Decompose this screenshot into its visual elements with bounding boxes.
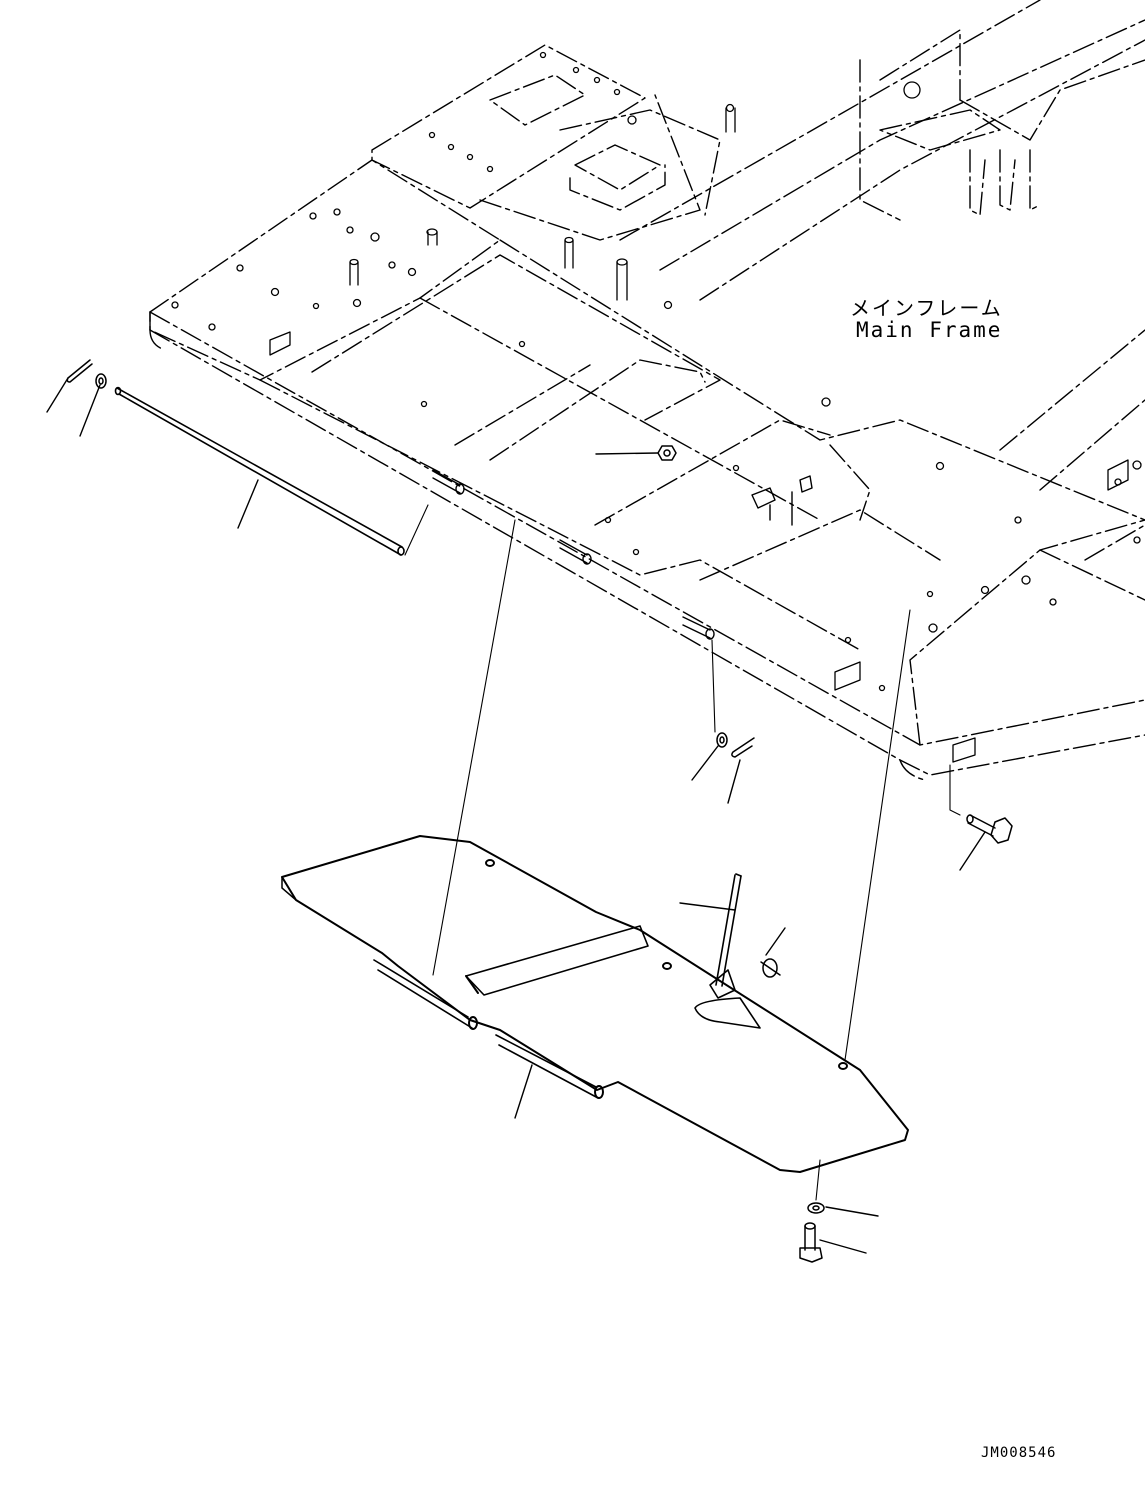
cotter-pin-middle bbox=[731, 737, 755, 758]
washer-bottom bbox=[807, 1202, 825, 1214]
main-frame-label-jp: メインフレーム bbox=[850, 296, 1003, 320]
bolt-upper-right bbox=[966, 814, 1013, 844]
leader-lines bbox=[46, 377, 986, 1254]
cotter-pin-left bbox=[66, 359, 93, 383]
main-frame-label-en: Main Frame bbox=[856, 318, 1003, 342]
assembly-lines bbox=[404, 504, 961, 1201]
frame-bosses bbox=[269, 107, 1129, 763]
support-stay-rod bbox=[709, 873, 742, 999]
frame-latch-bracket bbox=[751, 475, 813, 526]
frame-holes bbox=[171, 51, 1142, 692]
spring-clip bbox=[760, 958, 781, 978]
washer-middle bbox=[716, 732, 728, 748]
under-cover-plate bbox=[281, 835, 909, 1173]
nut-frame bbox=[657, 445, 677, 461]
drawing-number: JM008546 bbox=[981, 1445, 1057, 1461]
hinge-rod bbox=[114, 386, 405, 556]
frame-hinge-bushings bbox=[432, 469, 715, 640]
washer-left bbox=[95, 373, 107, 389]
main-frame-outline bbox=[149, 0, 1145, 781]
bolt-bottom bbox=[799, 1222, 823, 1263]
